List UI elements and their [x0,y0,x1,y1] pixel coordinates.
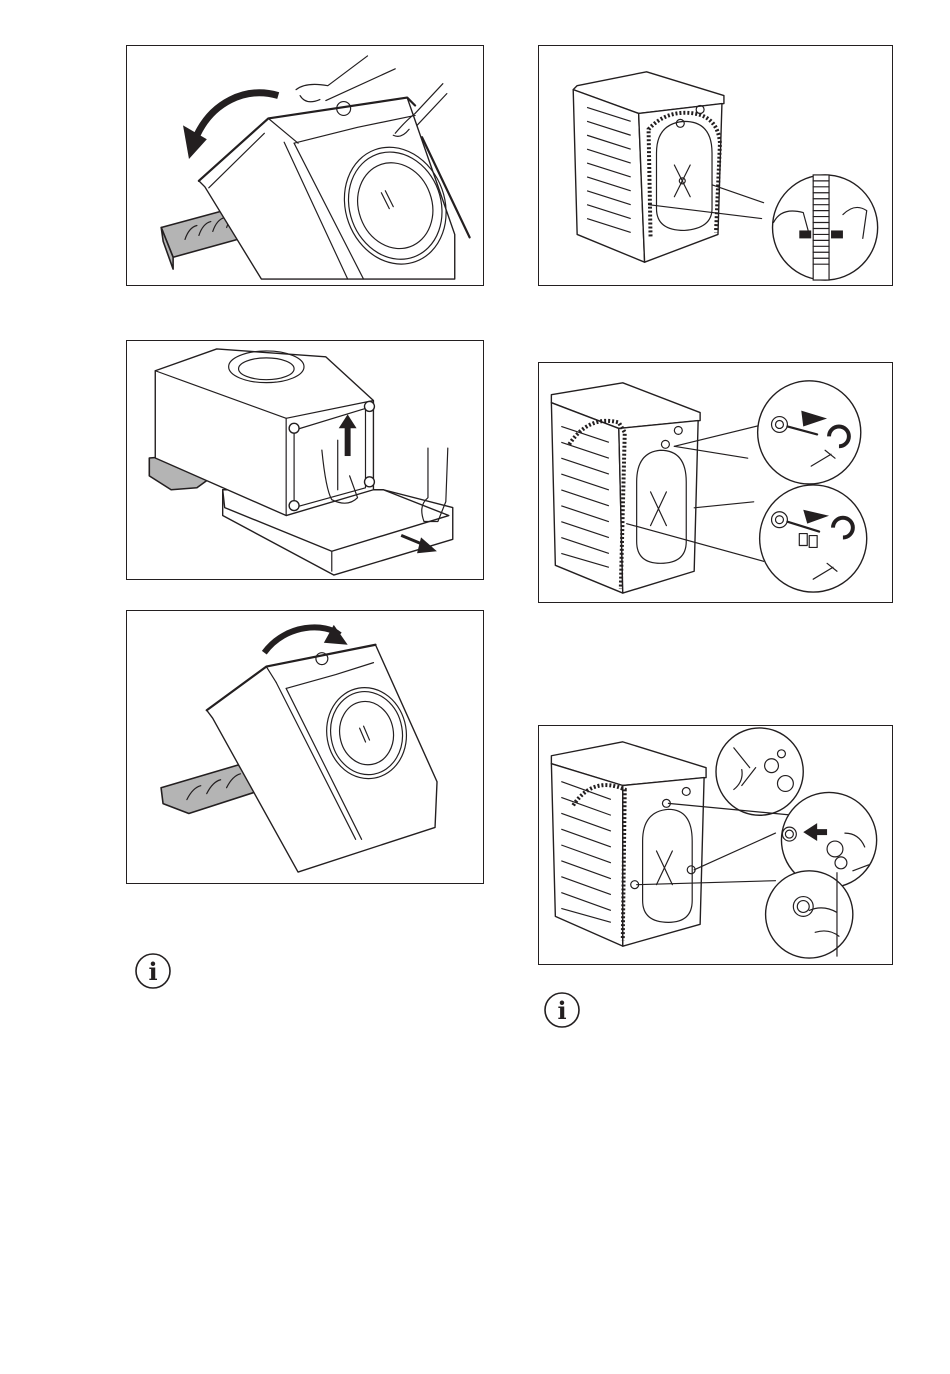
bolt-detail-callout-top [673,380,862,485]
bolt-detail-callout-bottom [626,484,868,593]
info-icon: i [134,952,172,990]
figure-tilt-machine-upright: Illustration: washing machine being tilt… [126,610,484,884]
pressed-cap-callout [636,870,854,959]
washing-machine [205,643,438,873]
figure-insert-plastic-caps: Illustration: rear view of appliance; th… [538,725,893,965]
rotate-arrow-icon [183,89,280,160]
hands [295,55,448,137]
polystyrene-block [160,764,258,815]
cut-caps-callout [715,727,804,816]
figure-tilt-machine-back: Illustration: two hands tilting the wash… [126,45,484,286]
rotate-arrow-icon [261,624,348,655]
info-note-text [0,0,1,1]
hands [321,439,449,523]
arrow-out-icon [400,533,437,554]
illustration-tilt-back [160,55,471,280]
figure-release-drain-hose: Illustration: rear view of appliance; de… [538,45,893,286]
figure-remove-transit-bolts: Illustration: rear view of appliance; tw… [538,362,893,603]
info-glyph: i [148,957,157,986]
washing-machine-rear [572,71,725,263]
illustration-insert-caps [550,727,878,959]
info-icon: i [543,991,581,1029]
illustration-remove-bolts [550,380,868,594]
illustration-remove-base [148,348,454,576]
figure-remove-packaging-base: Illustration: washing machine lying on i… [126,340,484,580]
illustration-release-hose [572,71,879,281]
info-note-text [0,0,1,1]
info-glyph: i [557,996,566,1025]
washing-machine [154,348,376,517]
washing-machine-rear [550,741,707,947]
detail-callout [647,174,879,281]
arrow-up-icon [338,414,357,457]
washing-machine [197,96,471,280]
push-cap-callout [667,791,878,889]
illustration-tilt-upright [160,624,438,873]
washing-machine-rear [550,382,701,594]
